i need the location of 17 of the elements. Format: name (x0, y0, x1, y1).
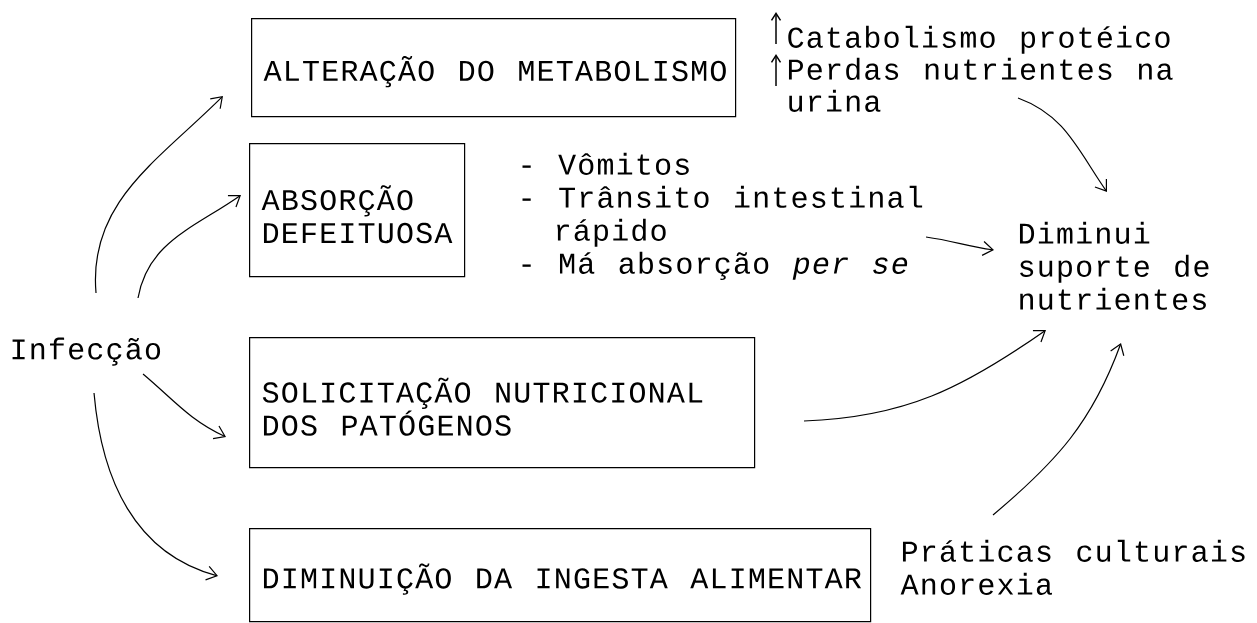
arrow (95, 96, 223, 294)
note-text: Catabolismo protéico Perdas nutrientes na urina (788, 25, 1173, 112)
arrow (1017, 97, 1107, 192)
arrow (142, 373, 226, 440)
process-box: SOLICITAÇÃO NUTRICIONAL DOS PATÓGENOS (249, 337, 756, 469)
process-box: ABSORÇÃO DEFEITUOSA (249, 143, 466, 278)
arrow (803, 330, 1046, 422)
arrow (992, 343, 1125, 516)
text-label: Diminui suporte de nutrientes (1019, 221, 1209, 310)
text-label: Infecção (12, 337, 161, 366)
arrow (93, 392, 218, 581)
process-box: DIMINUIÇÃO DA INGESTA ALIMENTAR (249, 528, 872, 623)
arrow (925, 236, 994, 256)
note-text: Práticas culturais Anorexia (900, 539, 1245, 595)
process-box: ALTERAÇÃO DO METABOLISMO (251, 18, 737, 118)
bullet-list: - Vômitos - Trânsito intestinal rápido - Má absorção per se (522, 152, 923, 281)
arrow (137, 195, 241, 299)
